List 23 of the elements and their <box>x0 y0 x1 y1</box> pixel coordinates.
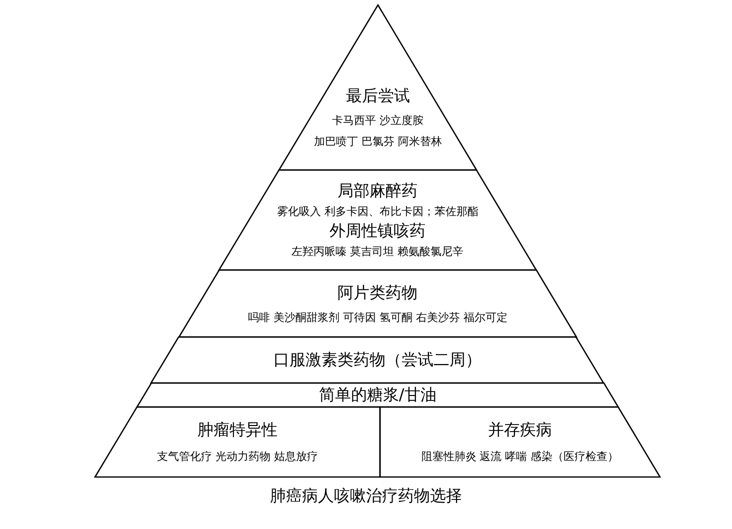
pyramid-tier <box>95 407 380 477</box>
drug-list: 吗啡 美沙酮甜浆剂 可待因 氢可酮 右美沙芬 福尔可定 <box>248 310 508 324</box>
drug-list: 阻塞性肺炎 返流 哮喘 感染（医疗检查） <box>421 449 619 464</box>
caption: 肺癌病人咳嗽治疗药物选择 <box>270 486 462 505</box>
pyramid-tier <box>219 170 536 270</box>
drug-list: 支气管化疗 光动力药物 姑息放疗 <box>157 449 318 464</box>
tier-heading: 并存疾病 <box>488 420 552 441</box>
drug-list: 雾化吸入 利多卡因、布比卡因；苯佐那酯 <box>276 204 478 219</box>
pyramid-tier <box>178 270 576 337</box>
tier-heading: 简单的糖浆/甘油 <box>318 384 436 406</box>
drug-list: 卡马西平 沙立度胺 <box>332 113 424 128</box>
drug-list: 左羟丙哌嗪 莫吉司坦 赖氨酸氯尼辛 <box>292 244 464 259</box>
tier-heading: 阿片类药物 <box>338 282 418 304</box>
pyramid-tier <box>136 383 618 407</box>
pyramid-tier <box>151 337 604 383</box>
pyramid-tier <box>380 407 660 477</box>
tier-heading: 肿瘤特异性 <box>198 420 278 441</box>
tier-heading: 局部麻醉药 <box>338 181 418 202</box>
tier-heading: 最后尝试 <box>346 86 410 107</box>
drug-list: 加巴喷丁 巴氯芬 阿米替林 <box>314 134 442 149</box>
tier-heading: 外周性镇咳药 <box>330 221 426 242</box>
pyramid-tier <box>279 5 477 170</box>
tier-heading: 口服激素类药物（尝试二周） <box>274 350 482 370</box>
